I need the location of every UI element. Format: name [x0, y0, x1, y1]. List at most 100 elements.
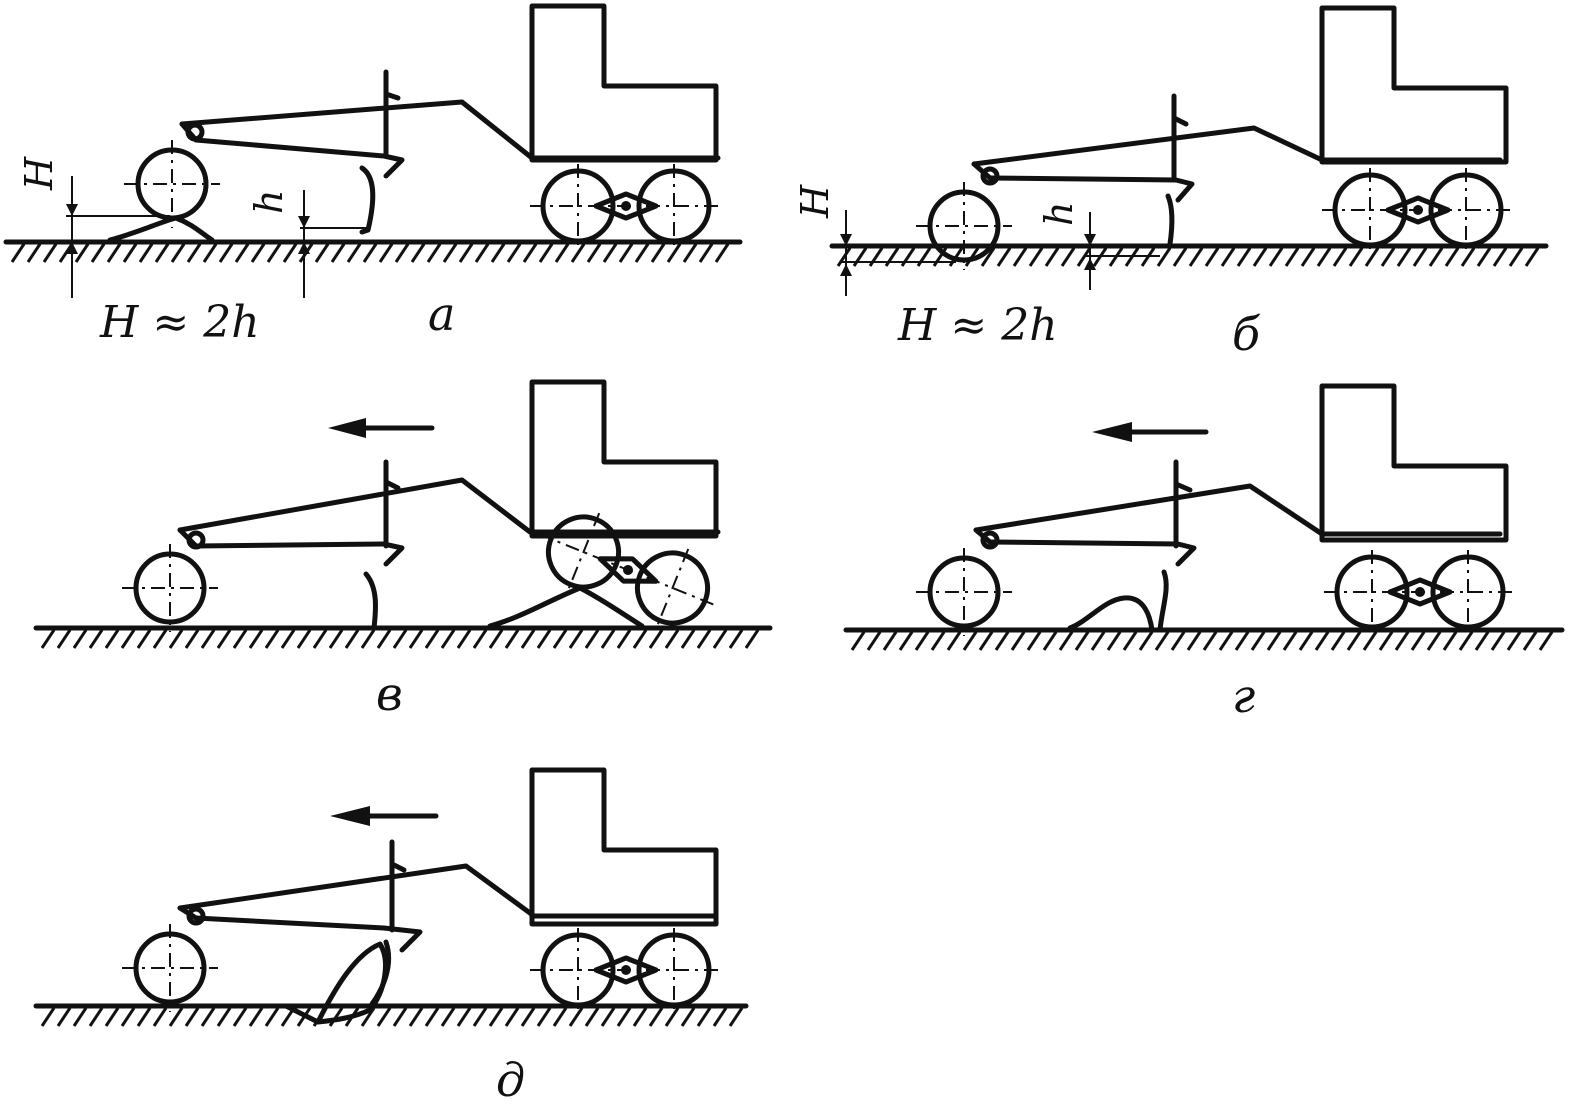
hatch-mark: [616, 629, 632, 649]
hatch-mark: [1524, 247, 1540, 267]
label-h: h: [247, 190, 291, 214]
hatch-mark: [648, 629, 664, 649]
hatch-mark: [1330, 631, 1346, 651]
hatch-mark: [1170, 631, 1186, 651]
rear-bogie: [530, 164, 722, 248]
hatch-mark: [88, 629, 104, 649]
hatch-mark: [440, 629, 456, 649]
hatch-mark: [136, 629, 152, 649]
direction-arrow: [330, 806, 439, 826]
hatch-mark: [586, 243, 602, 263]
hatch-mark: [1508, 247, 1524, 267]
hatch-mark: [472, 1007, 488, 1027]
hatch-mark: [1410, 631, 1426, 651]
hatch-mark: [72, 1007, 88, 1027]
panel-g: г: [843, 386, 1565, 723]
main-frame: [973, 483, 1503, 537]
hatch-mark: [1396, 247, 1412, 267]
hatch-mark: [152, 1007, 168, 1027]
hatch-mark: [456, 1007, 472, 1027]
hatch-mark: [122, 243, 138, 263]
hatch-mark: [472, 629, 488, 649]
hatch-mark: [1044, 247, 1060, 267]
blade-drawbar: [193, 915, 423, 953]
ground-hatch: [40, 629, 760, 649]
hatch-mark: [882, 631, 898, 651]
hatch-mark: [520, 1007, 536, 1027]
hatch-mark: [1298, 631, 1314, 651]
hatch-mark: [1266, 631, 1282, 651]
hatch-mark: [104, 629, 120, 649]
hatch-mark: [538, 243, 554, 263]
hatch-mark: [234, 243, 250, 263]
hatch-mark: [584, 629, 600, 649]
hatch-mark: [996, 247, 1012, 267]
hatch-mark: [554, 243, 570, 263]
hatch-mark: [1042, 631, 1058, 651]
blade: [359, 165, 376, 235]
dimension-H: [840, 210, 956, 296]
direction-arrow: [328, 418, 435, 438]
hatch-mark: [584, 1007, 600, 1027]
hatch-mark: [200, 629, 216, 649]
hatch-mark: [1202, 631, 1218, 651]
hatch-mark: [1090, 631, 1106, 651]
hatch-mark: [916, 247, 932, 267]
hatch-mark: [600, 629, 616, 649]
hatch-mark: [536, 629, 552, 649]
blade-drawbar: [193, 137, 405, 179]
hatch-mark: [618, 243, 634, 263]
hatch-mark: [1220, 247, 1236, 267]
hatch-mark: [1314, 631, 1330, 651]
hatch-mark: [1346, 631, 1362, 651]
hatch-mark: [648, 1007, 664, 1027]
hatch-mark: [1012, 247, 1028, 267]
blade: [363, 571, 379, 631]
hatch-mark: [602, 243, 618, 263]
hatch-mark: [680, 629, 696, 649]
hatch-mark: [552, 1007, 568, 1027]
hatch-mark: [520, 629, 536, 649]
ground-hatch: [10, 243, 730, 263]
hatch-mark: [1444, 247, 1460, 267]
hatch-mark: [282, 243, 298, 263]
hatch-mark: [376, 1007, 392, 1027]
front-wheel: [916, 548, 1012, 636]
hatch-mark: [72, 629, 88, 649]
cab: [1322, 8, 1506, 162]
hatch-mark: [136, 1007, 152, 1027]
hatch-mark: [314, 243, 330, 263]
main-frame: [177, 863, 717, 919]
hatch-mark: [634, 243, 650, 263]
hatch-mark: [10, 243, 26, 263]
hatch-mark: [440, 1007, 456, 1027]
hatch-mark: [1282, 631, 1298, 651]
hatch-mark: [216, 629, 232, 649]
hatch-mark: [632, 629, 648, 649]
hatch-mark: [170, 243, 186, 263]
hatch-mark: [1218, 631, 1234, 651]
panel-b: H h H ≈ 2h б: [793, 8, 1549, 361]
hatch-mark: [1236, 247, 1252, 267]
hatch-mark: [1362, 631, 1378, 651]
hatch-mark: [442, 243, 458, 263]
hatch-mark: [680, 1007, 696, 1027]
hatch-mark: [488, 629, 504, 649]
hatch-mark: [1426, 631, 1442, 651]
front-wheel: [122, 544, 218, 632]
hatch-mark: [248, 629, 264, 649]
hatch-mark: [266, 243, 282, 263]
hatch-mark: [866, 631, 882, 651]
hatch-mark: [1186, 631, 1202, 651]
hatch-mark: [296, 629, 312, 649]
hatch-mark: [120, 629, 136, 649]
dimension-h: [298, 190, 368, 298]
blade-drawbar: [193, 541, 405, 567]
hatch-mark: [154, 243, 170, 263]
panel-a: H h H ≈ 2h а: [3, 6, 743, 348]
label-h: h: [1037, 202, 1081, 226]
hatch-mark: [490, 243, 506, 263]
panel-v: в: [33, 382, 773, 721]
soil-mound: [1067, 595, 1155, 633]
hatch-mark: [328, 1007, 344, 1027]
